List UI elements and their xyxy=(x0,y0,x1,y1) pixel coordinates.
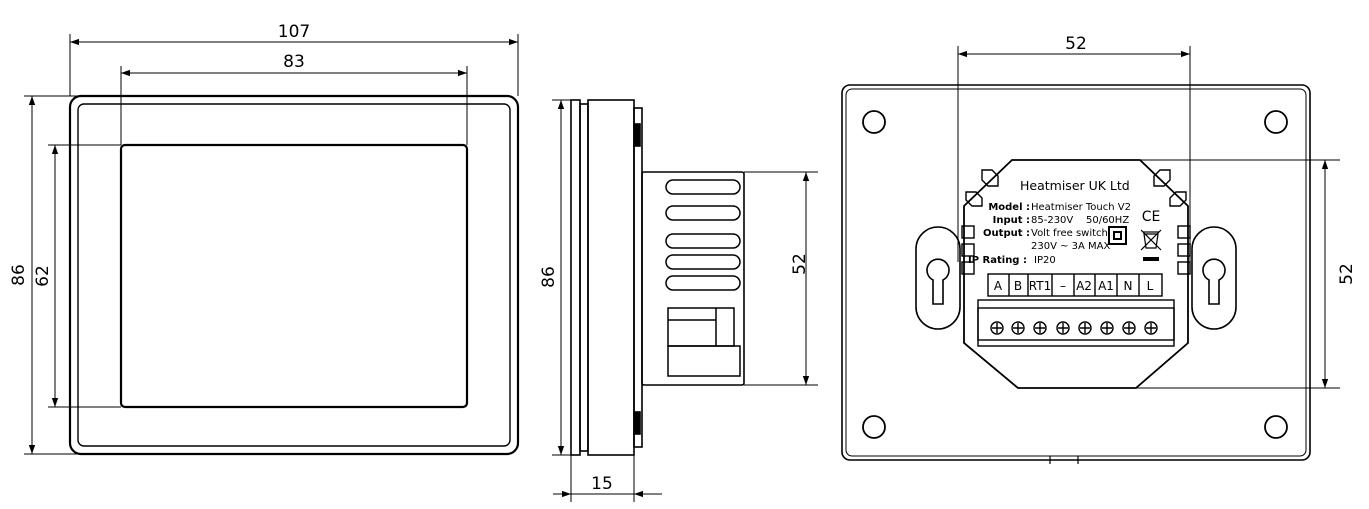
double-insulation-icon xyxy=(1108,226,1127,245)
terminal-label: A xyxy=(994,279,1003,293)
terminal-label: – xyxy=(1060,279,1066,293)
label-input-value: 85-230V 50/60HZ xyxy=(1031,215,1129,226)
mounting-holes xyxy=(862,110,1288,439)
ce-mark: CE xyxy=(1142,209,1161,225)
front-view xyxy=(24,34,520,456)
terminal-strip xyxy=(977,273,1175,347)
front-bezel-inner xyxy=(77,103,511,447)
keyhole-right xyxy=(1191,226,1237,330)
side-depth-value: 15 xyxy=(591,474,613,494)
label-output-value: Volt free switch xyxy=(1031,228,1108,239)
side-rim xyxy=(633,107,643,448)
dim-side-height-total xyxy=(552,99,571,456)
dim-back-spacing-horizontal xyxy=(957,46,1191,262)
side-cooling-fins xyxy=(665,179,741,291)
side-frame xyxy=(579,103,589,452)
terminal-screws xyxy=(990,321,1158,335)
weee-bar xyxy=(1143,257,1159,261)
dim-side-height-body xyxy=(744,171,818,386)
label-ip-key: IP Rating : xyxy=(968,255,1027,266)
terminal-label: B xyxy=(1014,279,1022,293)
label-model-value: Heatmiser Touch V2 xyxy=(1031,202,1131,213)
dim-side-depth xyxy=(553,455,662,502)
label-model-key: Model : xyxy=(988,202,1030,213)
back-plate-inner xyxy=(845,88,1307,457)
label-manufacturer: Heatmiser UK Ltd xyxy=(1020,178,1130,193)
front-bezel xyxy=(68,94,520,456)
label-output-rating: 230V ~ 3A MAX xyxy=(1031,241,1111,252)
terminal-label: A2 xyxy=(1076,279,1092,293)
dim-front-height-screen xyxy=(48,144,121,408)
front-width-outer-value: 107 xyxy=(278,22,310,42)
dim-front-width-screen xyxy=(120,66,468,145)
side-terminal-block xyxy=(667,307,741,377)
front-height-screen-value: 62 xyxy=(33,265,53,287)
terminal-label: RT1 xyxy=(1029,279,1051,293)
mounting-hole-top-right xyxy=(1264,110,1288,134)
mounting-hole-top-left xyxy=(862,110,886,134)
side-height-body-value: 52 xyxy=(790,253,810,275)
dim-front-height-outer xyxy=(24,95,78,455)
back-view xyxy=(841,46,1340,464)
front-screen xyxy=(119,143,469,409)
terminal-label: N xyxy=(1124,279,1133,293)
label-output-key: Output : xyxy=(983,228,1030,239)
label-ip-value: IP20 xyxy=(1034,255,1056,266)
side-body xyxy=(641,171,745,386)
mounting-hole-bottom-right xyxy=(1264,415,1288,439)
front-width-screen-value: 83 xyxy=(283,52,305,72)
dim-front-width-outer xyxy=(69,34,519,96)
back-spacing-horizontal-value: 52 xyxy=(1065,34,1087,54)
weee-bin-icon xyxy=(1140,229,1162,251)
terminal-label: L xyxy=(1147,279,1154,293)
back-spacing-vertical-value: 52 xyxy=(1337,263,1357,285)
back-plate xyxy=(841,84,1311,461)
dim-back-spacing-vertical xyxy=(1128,159,1340,389)
side-plate xyxy=(587,99,635,456)
side-front-plate xyxy=(570,99,581,456)
side-height-total-value: 86 xyxy=(539,266,559,288)
side-view xyxy=(552,99,818,502)
mounting-hole-bottom-left xyxy=(862,415,886,439)
front-height-outer-value: 86 xyxy=(9,264,29,286)
keyhole-left xyxy=(915,226,961,330)
terminal-labels: A B RT1 – A2 A1 N L xyxy=(994,279,1154,293)
terminal-label: A1 xyxy=(1098,279,1114,293)
label-input-key: Input : xyxy=(993,215,1030,226)
